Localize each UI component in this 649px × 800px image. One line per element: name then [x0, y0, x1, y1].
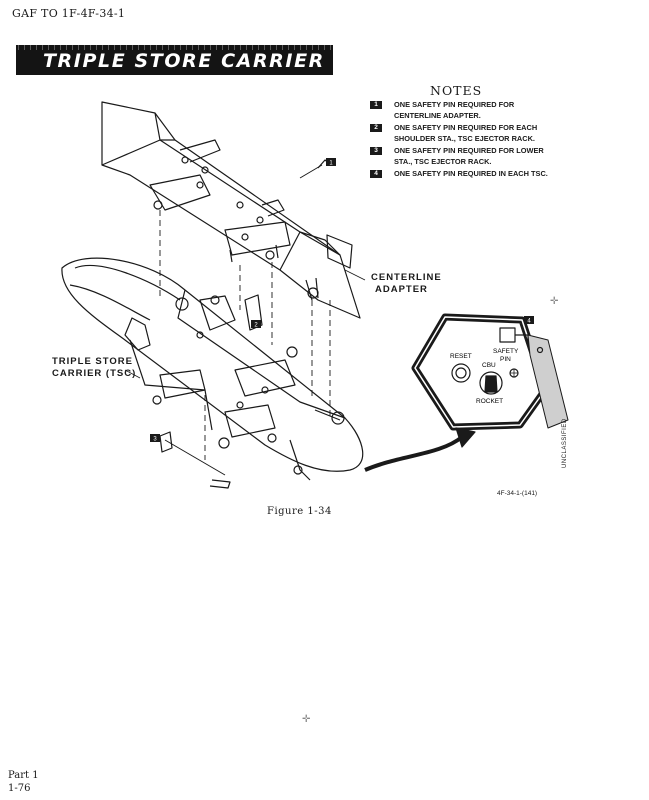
callout-line: CARRIER (TSC) — [52, 368, 137, 379]
page-title: TRIPLE STORE CARRIER (TSC) — [43, 50, 333, 72]
notes-heading: NOTES — [430, 83, 483, 98]
callout-number-3: 3 — [153, 437, 157, 443]
panel-rocket-label: ROCKET — [476, 398, 503, 405]
centerline-adapter-drawing — [101, 101, 361, 319]
callout-line: CENTERLINE — [371, 272, 442, 283]
figure-reference: 4F-34-1-(141) — [497, 490, 538, 497]
note-line: CENTERLINE ADAPTER. — [394, 110, 481, 120]
banner-texture — [16, 45, 333, 50]
note-number-badge: 2 — [370, 124, 382, 132]
registration-mark-icon: ✛ — [550, 296, 559, 307]
classification-marking: UNCLASSIFIED — [562, 418, 568, 468]
notes-list: 1 ONE SAFETY PIN REQUIRED FOR CENTERLINE… — [370, 100, 640, 182]
note-item: 3 ONE SAFETY PIN REQUIRED FOR LOWER STA.… — [370, 146, 640, 167]
panel-safety-label: SAFETY — [493, 348, 519, 355]
callout-number-badge-1: 1 — [326, 158, 336, 167]
note-item: 1 ONE SAFETY PIN REQUIRED FOR CENTERLINE… — [370, 100, 640, 121]
note-line: SHOULDER STA., TSC EJECTOR RACK. — [394, 133, 535, 143]
note-item: 4 ONE SAFETY PIN REQUIRED IN EACH TSC. — [370, 169, 640, 180]
panel-reset-label: RESET — [450, 353, 472, 360]
callout-line: ADAPTER — [375, 284, 428, 295]
note-line: STA., TSC EJECTOR RACK. — [394, 156, 492, 166]
note-line: ONE SAFETY PIN REQUIRED IN EACH TSC. — [394, 169, 548, 178]
callout-line: TRIPLE STORE — [52, 356, 133, 367]
note-line: ONE SAFETY PIN REQUIRED FOR LOWER — [394, 146, 544, 155]
note-item: 2 ONE SAFETY PIN REQUIRED FOR EACH SHOUL… — [370, 123, 640, 144]
panel-pin-label: PIN — [500, 356, 511, 363]
callout-number-badge-4: 4 — [524, 316, 534, 325]
tsc-callout: TRIPLE STORE CARRIER (TSC) — [52, 356, 136, 380]
arming-panel-drawing — [411, 313, 569, 431]
registration-mark-icon: ✛ — [302, 714, 311, 725]
callout-number-2: 2 — [254, 323, 258, 329]
doc-id: GAF TO 1F-4F-34-1 — [12, 7, 126, 20]
footer-part: Part 1 — [8, 770, 39, 781]
note-number-badge: 1 — [370, 101, 382, 109]
centerline-adapter-callout: CENTERLINE ADAPTER — [371, 272, 442, 296]
callout-number-1: 1 — [329, 161, 333, 167]
panel-cbu-label: CBU — [482, 362, 496, 369]
callout-number-4: 4 — [527, 319, 531, 325]
title-banner: TRIPLE STORE CARRIER (TSC) — [16, 45, 333, 75]
figure-caption: Figure 1-34 — [267, 506, 332, 517]
note-line: ONE SAFETY PIN REQUIRED FOR — [394, 100, 515, 109]
footer-page-number: 1-76 — [8, 783, 31, 794]
callout-number-badge-3: 3 — [150, 434, 160, 443]
note-number-badge: 3 — [370, 147, 382, 155]
tsc-drawing — [61, 257, 364, 481]
note-line: ONE SAFETY PIN REQUIRED FOR EACH — [394, 123, 538, 132]
note-number-badge: 4 — [370, 170, 382, 178]
callout-number-badge-2: 2 — [251, 320, 261, 329]
